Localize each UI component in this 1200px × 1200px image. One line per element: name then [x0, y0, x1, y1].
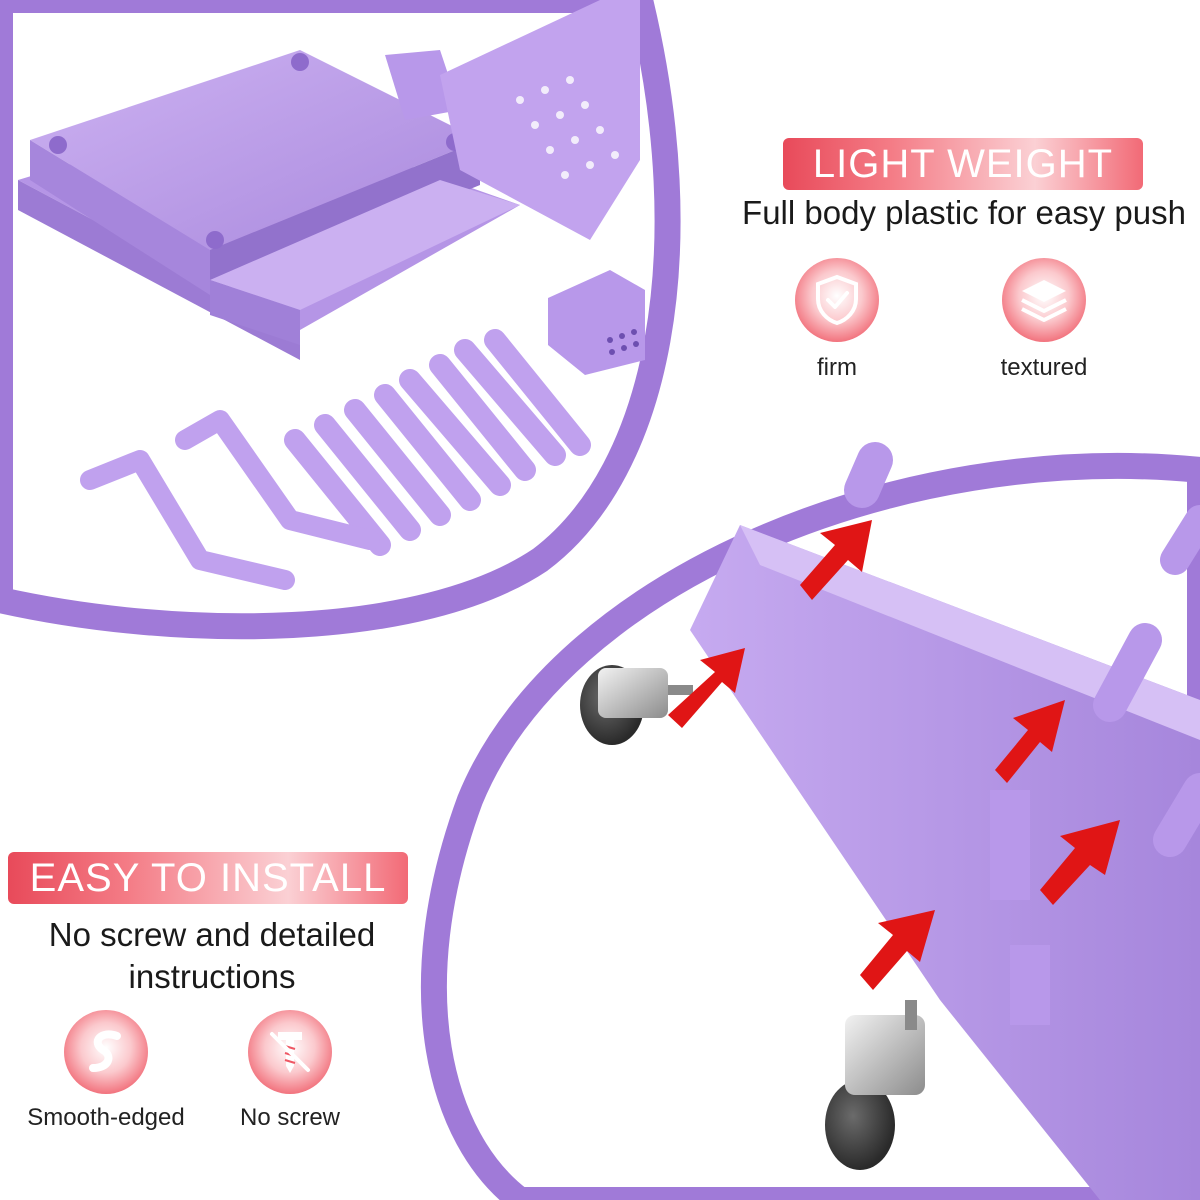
layers-icon — [1021, 280, 1067, 322]
easy-install-banner: EASY TO INSTALL — [8, 852, 408, 904]
firm-feature-icon — [795, 258, 879, 342]
disassembled-parts — [18, 0, 645, 590]
textured-feature-label: textured — [1000, 354, 1088, 381]
assembly-view — [580, 442, 1200, 1200]
easy-install-heading: EASY TO INSTALL — [29, 855, 387, 900]
smooth-edged-feature-icon — [64, 1010, 148, 1094]
caster-wheel-bottom — [825, 1000, 925, 1170]
easy-install-subtitle: No screw and detailed instructions — [0, 914, 424, 998]
easy-install-subtitle-line2: instructions — [128, 958, 296, 995]
light-weight-subtitle: Full body plastic for easy push — [742, 194, 1186, 231]
textured-feature-icon — [1002, 258, 1086, 342]
easy-install-subtitle-line1: No screw and detailed — [48, 916, 376, 953]
no-screw-icon — [270, 1032, 310, 1073]
firm-feature-label: firm — [817, 354, 857, 381]
caster-wheel-top — [580, 665, 693, 745]
shield-check-icon — [816, 274, 858, 326]
no-screw-feature-icon — [248, 1010, 332, 1094]
light-weight-heading: LIGHT WEIGHT — [812, 141, 1114, 186]
light-weight-banner: LIGHT WEIGHT — [783, 138, 1143, 190]
install-arrows — [668, 520, 1120, 990]
smooth-edged-feature-label: Smooth-edged — [27, 1104, 185, 1131]
smooth-curve-icon — [89, 1030, 121, 1072]
no-screw-feature-label: No screw — [239, 1104, 341, 1131]
